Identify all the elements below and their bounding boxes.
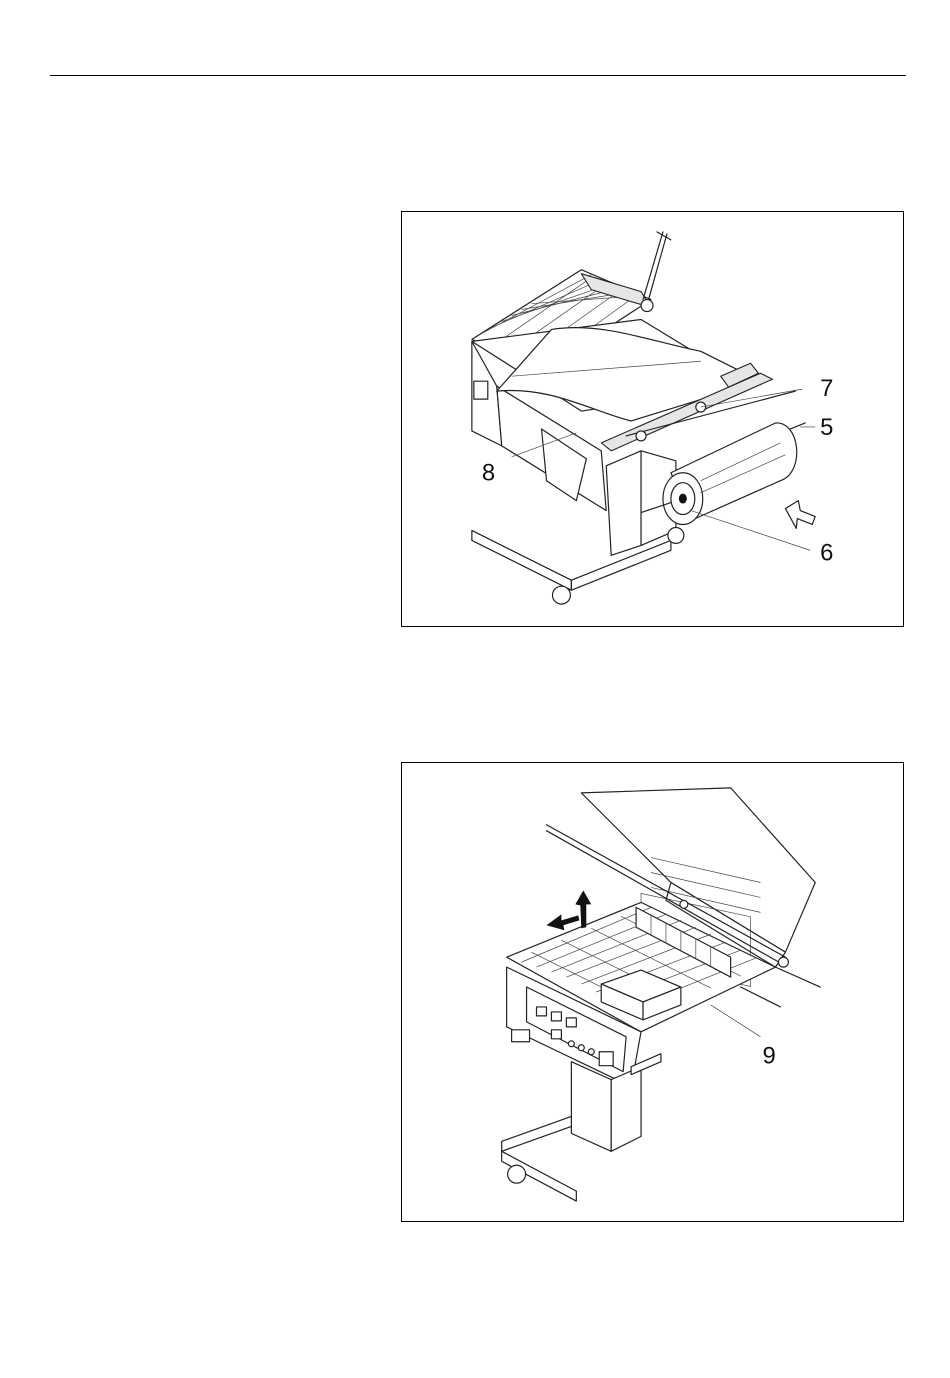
- insert-direction-arrow: [785, 501, 815, 529]
- film-roll-machine-illustration: 7 5 8 6: [402, 212, 903, 626]
- callout-9: 9: [763, 1043, 776, 1070]
- direction-arrows: [546, 890, 591, 930]
- callout-7: 7: [820, 375, 833, 402]
- callout-5: 5: [820, 414, 833, 441]
- machine-stand: [502, 1054, 661, 1201]
- figure-film-roll-loading: 7 5 8 6: [401, 211, 904, 627]
- sealing-chamber-illustration: 9: [402, 763, 903, 1221]
- figure-sealing-chamber: 9: [401, 762, 904, 1222]
- header-rule: [50, 75, 906, 76]
- callout-leader-9: [711, 1005, 761, 1037]
- callout-6: 6: [820, 539, 833, 566]
- callout-8: 8: [482, 460, 495, 487]
